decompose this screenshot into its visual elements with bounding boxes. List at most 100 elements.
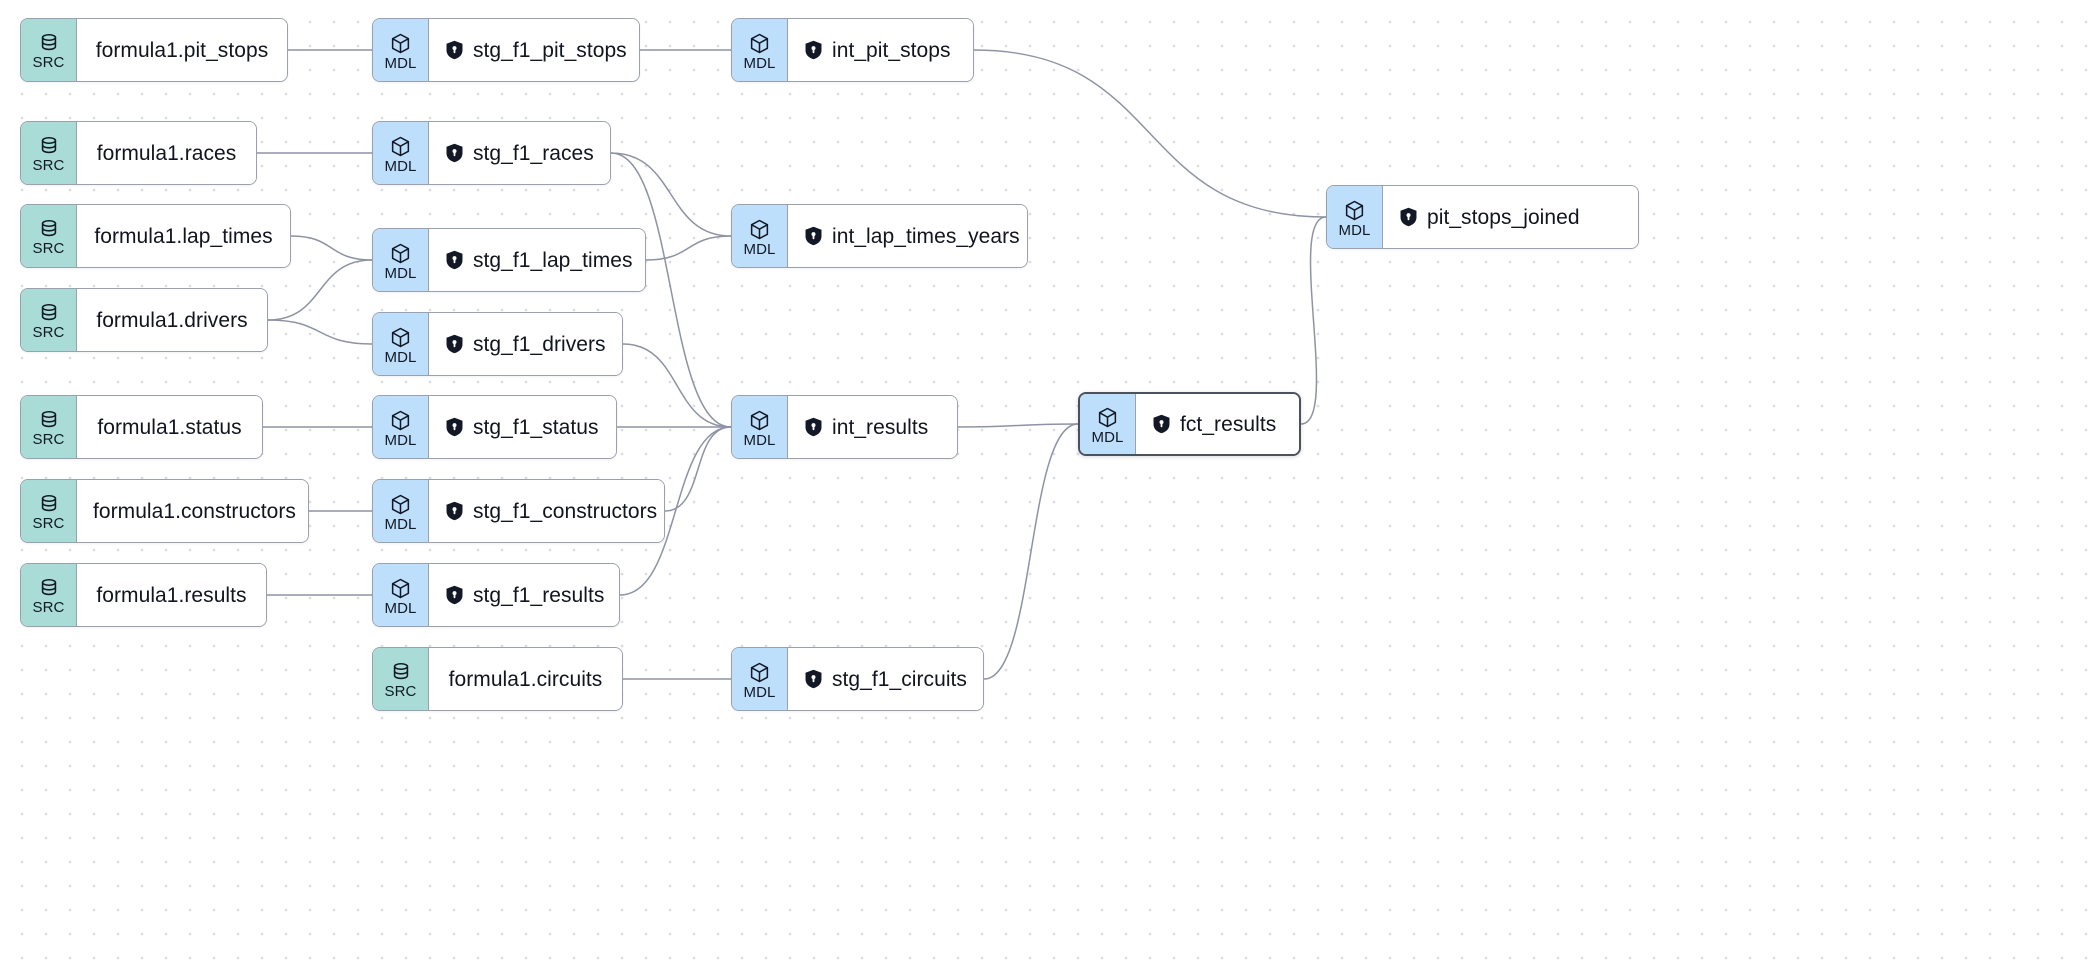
graph-node-stg_status[interactable]: MDL stg_f1_status xyxy=(372,395,617,459)
node-kind-badge-src: SRC xyxy=(373,648,429,710)
node-kind-badge-src: SRC xyxy=(21,122,77,184)
cube-icon xyxy=(391,494,410,514)
node-label: stg_f1_races xyxy=(473,141,594,165)
node-kind-label: SRC xyxy=(32,324,65,341)
graph-node-src_status[interactable]: SRC formula1.status xyxy=(20,395,263,459)
node-body: stg_f1_races xyxy=(429,122,610,184)
node-kind-label: MDL xyxy=(384,431,417,449)
shield-lock-icon xyxy=(1400,207,1417,227)
database-icon xyxy=(41,410,56,428)
cube-icon xyxy=(1345,200,1364,220)
edge-fct_results-to-pit_stops_joined xyxy=(1300,216,1327,425)
graph-node-src_drivers[interactable]: SRC formula1.drivers xyxy=(20,288,268,352)
node-kind-badge-mdl: MDL xyxy=(373,564,429,626)
database-icon xyxy=(41,136,56,154)
node-kind-label: MDL xyxy=(1091,428,1124,446)
cube-icon xyxy=(391,243,410,263)
database-icon xyxy=(41,303,56,321)
node-label: int_pit_stops xyxy=(832,38,951,62)
node-kind-label: SRC xyxy=(32,157,65,174)
node-kind-label: MDL xyxy=(384,515,417,533)
node-kind-badge-src: SRC xyxy=(21,396,77,458)
node-body: stg_f1_results xyxy=(429,564,619,626)
node-label: stg_f1_lap_times xyxy=(473,248,633,272)
node-label: formula1.pit_stops xyxy=(95,38,269,62)
node-body: formula1.status xyxy=(77,396,262,458)
node-label: pit_stops_joined xyxy=(1427,205,1580,229)
graph-node-stg_lap_times[interactable]: MDL stg_f1_lap_times xyxy=(372,228,646,292)
node-body: int_lap_times_years xyxy=(788,205,1027,267)
node-kind-badge-mdl: MDL xyxy=(373,313,429,375)
graph-node-src_lap_times[interactable]: SRC formula1.lap_times xyxy=(20,204,291,268)
node-kind-badge-mdl: MDL xyxy=(1327,186,1383,248)
node-kind-label: MDL xyxy=(743,683,776,701)
graph-node-int_results[interactable]: MDL int_results xyxy=(731,395,958,459)
node-kind-badge-mdl: MDL xyxy=(1080,394,1136,454)
node-kind-label: SRC xyxy=(32,599,65,616)
shield-lock-icon xyxy=(446,585,463,605)
node-label: fct_results xyxy=(1180,412,1277,436)
graph-node-int_lap_times_years[interactable]: MDL int_lap_times_years xyxy=(731,204,1028,268)
shield-lock-icon xyxy=(446,143,463,163)
node-label: int_results xyxy=(832,415,929,439)
graph-node-src_results[interactable]: SRC formula1.results xyxy=(20,563,267,627)
node-body: formula1.races xyxy=(77,122,256,184)
graph-node-stg_constructors[interactable]: MDL stg_f1_constructors xyxy=(372,479,665,543)
node-kind-label: MDL xyxy=(743,431,776,449)
database-icon xyxy=(41,33,56,51)
node-body: int_results xyxy=(788,396,957,458)
node-body: stg_f1_lap_times xyxy=(429,229,645,291)
graph-node-int_pit_stops[interactable]: MDL int_pit_stops xyxy=(731,18,974,82)
node-kind-label: SRC xyxy=(32,431,65,448)
graph-node-src_races[interactable]: SRC formula1.races xyxy=(20,121,257,185)
node-kind-badge-mdl: MDL xyxy=(373,19,429,81)
cube-icon xyxy=(391,33,410,53)
cube-icon xyxy=(750,33,769,53)
shield-lock-icon xyxy=(805,669,822,689)
node-label: formula1.status xyxy=(97,415,242,439)
node-body: formula1.pit_stops xyxy=(77,19,287,81)
node-body: formula1.lap_times xyxy=(77,205,290,267)
node-body: stg_f1_circuits xyxy=(788,648,983,710)
graph-node-pit_stops_joined[interactable]: MDL pit_stops_joined xyxy=(1326,185,1639,249)
node-label: formula1.races xyxy=(96,141,237,165)
node-body: formula1.drivers xyxy=(77,289,267,351)
shield-lock-icon xyxy=(1153,414,1170,434)
database-icon xyxy=(41,578,56,596)
node-kind-label: MDL xyxy=(743,54,776,72)
node-kind-label: SRC xyxy=(32,240,65,257)
node-body: stg_f1_constructors xyxy=(429,480,664,542)
node-body: formula1.circuits xyxy=(429,648,622,710)
node-kind-badge-mdl: MDL xyxy=(373,396,429,458)
graph-node-stg_circuits[interactable]: MDL stg_f1_circuits xyxy=(731,647,984,711)
shield-lock-icon xyxy=(446,334,463,354)
database-icon xyxy=(41,219,56,237)
shield-lock-icon xyxy=(446,250,463,270)
node-body: pit_stops_joined xyxy=(1383,186,1638,248)
node-label: formula1.results xyxy=(96,583,247,607)
node-kind-label: MDL xyxy=(384,264,417,282)
node-kind-badge-mdl: MDL xyxy=(373,480,429,542)
node-body: fct_results xyxy=(1136,394,1299,454)
edge-stg_constructors-to-int_results xyxy=(664,426,732,512)
edge-src_drivers-to-stg_lap_times xyxy=(267,259,373,321)
cube-icon xyxy=(750,219,769,239)
node-label: stg_f1_status xyxy=(473,415,599,439)
graph-node-fct_results[interactable]: MDL fct_results xyxy=(1078,392,1301,456)
node-kind-label: MDL xyxy=(1338,221,1371,239)
edge-int_results-to-fct_results xyxy=(957,423,1079,428)
node-kind-label: MDL xyxy=(743,240,776,258)
node-body: formula1.results xyxy=(77,564,266,626)
cube-icon xyxy=(750,410,769,430)
shield-lock-icon xyxy=(805,226,822,246)
node-kind-badge-mdl: MDL xyxy=(732,648,788,710)
edge-int_pit_stops-to-pit_stops_joined xyxy=(973,49,1327,218)
